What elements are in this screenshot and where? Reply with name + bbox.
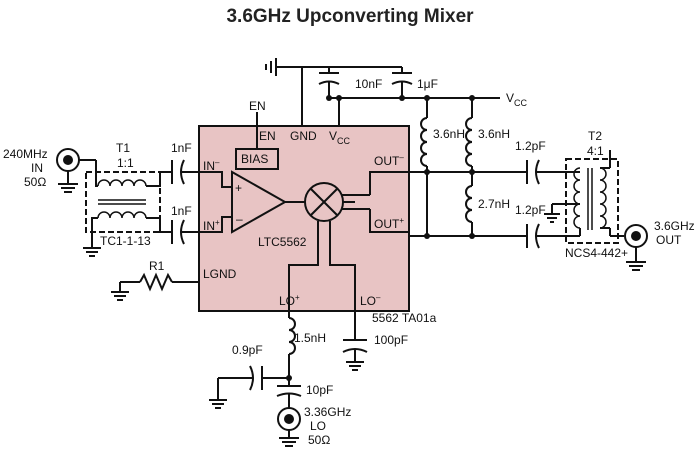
bias-label: BIAS bbox=[241, 152, 268, 166]
pin-gnd-label: GND bbox=[290, 129, 317, 143]
cap-out-top-label: 1.2pF bbox=[515, 139, 546, 153]
t2-ratio-label: 4:1 bbox=[587, 144, 604, 158]
vcc-rail-label: VCC bbox=[506, 91, 528, 108]
figure-ref-label: 5562 TA01a bbox=[372, 311, 437, 325]
cap-series-label: 10pF bbox=[306, 383, 333, 397]
t2-name-label: T2 bbox=[588, 129, 602, 143]
t1-part-label: TC1-1-13 bbox=[100, 234, 151, 248]
t1-ratio-label: 1:1 bbox=[117, 156, 134, 170]
input-freq-label: 240MHz bbox=[3, 147, 48, 161]
cap-shunt-label: 0.9pF bbox=[232, 343, 263, 357]
cap-lo-minus-label: 100pF bbox=[374, 333, 408, 347]
t2-part-label: NCS4-442+ bbox=[565, 246, 628, 260]
cap-in-bottom-label: 1nF bbox=[171, 204, 192, 218]
pin-in-minus-label: IN– bbox=[203, 158, 220, 173]
lo-name-label: LO bbox=[310, 419, 326, 433]
inductor-l1-label: 3.6nH bbox=[433, 127, 465, 141]
input-name-label: IN bbox=[31, 161, 43, 175]
pin-en-label: EN bbox=[259, 129, 276, 143]
t1-name-label: T1 bbox=[116, 141, 130, 155]
cap-10nf-label: 10nF bbox=[355, 77, 382, 91]
input-impedance-label: 50Ω bbox=[24, 175, 46, 189]
part-number-label: LTC5562 bbox=[258, 235, 307, 249]
pin-lo-plus-label: LO+ bbox=[279, 293, 300, 308]
inductor-l3-label: 2.7nH bbox=[478, 197, 510, 211]
diagram-title: 3.6GHz Upconverting Mixer bbox=[226, 6, 474, 27]
pin-out-minus-label: OUT– bbox=[374, 153, 404, 168]
lo-impedance-label: 50Ω bbox=[308, 433, 330, 447]
ic-body bbox=[198, 125, 410, 312]
cap-out-bottom-label: 1.2pF bbox=[515, 203, 546, 217]
inductor-l2-label: 3.6nH bbox=[478, 127, 510, 141]
inductor-lo-label: 1.5nH bbox=[294, 331, 326, 345]
amp-minus-label: – bbox=[236, 212, 243, 226]
pin-out-plus-label: OUT+ bbox=[374, 216, 404, 231]
pin-vcc-label: VCC bbox=[329, 129, 351, 146]
pin-lo-minus-label: LO– bbox=[360, 293, 381, 308]
amp-plus-label: + bbox=[235, 181, 242, 195]
pin-in-plus-label: IN+ bbox=[203, 218, 220, 233]
cap-in-top-label: 1nF bbox=[171, 141, 192, 155]
pin-lgnd-label: LGND bbox=[203, 267, 237, 281]
output-freq-label: 3.6GHz bbox=[654, 219, 695, 233]
r1-label: R1 bbox=[149, 259, 165, 273]
output-name-label: OUT bbox=[656, 233, 682, 247]
en-external-label: EN bbox=[249, 99, 266, 113]
cap-1uf-label: 1μF bbox=[417, 77, 438, 91]
amplifier-symbol bbox=[231, 170, 288, 234]
lo-freq-label: 3.36GHz bbox=[304, 405, 351, 419]
